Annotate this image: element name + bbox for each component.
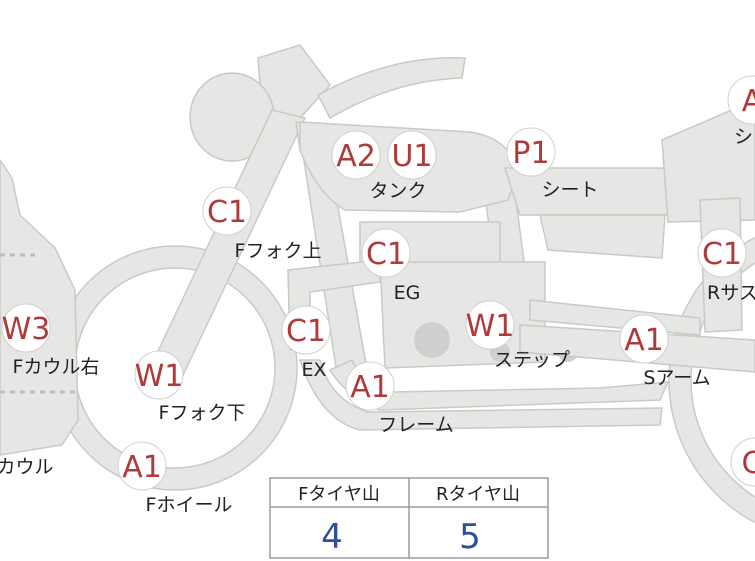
tank-code-a2[interactable]: A2 <box>331 130 381 180</box>
label-frame: フレーム <box>378 414 453 436</box>
label-tank: タンク <box>369 180 426 202</box>
r-sus-code-c1[interactable]: C1 <box>697 228 747 278</box>
tail-shape <box>661 99 755 223</box>
step-code-w1[interactable]: W1 <box>465 300 515 350</box>
label-cowl: カウル <box>0 456 54 478</box>
svg-text:C1: C1 <box>702 237 742 272</box>
label-ex: EX <box>301 359 326 381</box>
tire-tread-table: Fタイヤ山 Rタイヤ山 4 5 <box>269 477 549 559</box>
rear-wheel-shape <box>669 237 755 523</box>
tank-code-u1[interactable]: U1 <box>387 130 437 180</box>
svg-text:W1: W1 <box>135 359 184 394</box>
r-wheel-code-c[interactable]: C <box>730 437 755 487</box>
label-f-wheel: Fホイール <box>146 494 233 516</box>
badge-layer: A2 U1 P1 C1 C1 C1 W3 W1 <box>1 75 755 491</box>
front-tire-value[interactable]: 4 <box>321 517 343 557</box>
label-layer: タンク シート Fフォク上 EG Rサス Fカウル右 Fフォク下 EX ステップ… <box>0 126 755 516</box>
rear-tire-value[interactable]: 5 <box>459 517 481 557</box>
eg-code-c1[interactable]: C1 <box>361 228 411 278</box>
svg-text:W1: W1 <box>466 309 515 344</box>
label-seat: シート <box>541 179 598 201</box>
svg-text:A1: A1 <box>122 450 162 485</box>
label-f-cowl-right: Fカウル右 <box>13 356 100 378</box>
s-arm-code-a1[interactable]: A1 <box>619 314 669 364</box>
f-wheel-code-a1[interactable]: A1 <box>117 441 167 491</box>
svg-text:C1: C1 <box>286 314 326 349</box>
f-cowl-right-code-w3[interactable]: W3 <box>1 303 51 353</box>
svg-text:W3: W3 <box>2 312 51 347</box>
svg-text:A1: A1 <box>624 323 664 358</box>
side-code-a[interactable]: A <box>727 75 755 125</box>
label-r-sus: Rサス <box>707 282 755 304</box>
seat-code-p1[interactable]: P1 <box>506 127 556 177</box>
f-fork-upper-code-c1[interactable]: C1 <box>202 186 252 236</box>
f-fork-lower-code-w1[interactable]: W1 <box>134 350 184 400</box>
svg-text:A1: A1 <box>350 370 390 405</box>
rear-tire-header: Rタイヤ山 <box>436 484 520 505</box>
ex-code-c1[interactable]: C1 <box>281 305 331 355</box>
label-side: シ <box>734 126 753 148</box>
svg-text:U1: U1 <box>391 139 432 174</box>
svg-text:C: C <box>742 446 755 481</box>
label-f-fork-lower: Fフォク下 <box>159 402 246 424</box>
svg-text:A: A <box>742 84 755 119</box>
svg-text:C1: C1 <box>366 237 406 272</box>
svg-text:A2: A2 <box>336 139 376 174</box>
motorcycle-silhouette <box>0 44 755 524</box>
label-f-fork-upper: Fフォク上 <box>235 240 322 262</box>
label-eg: EG <box>394 282 421 304</box>
label-step: ステップ <box>494 349 570 371</box>
label-s-arm: Sアーム <box>643 367 710 389</box>
svg-text:P1: P1 <box>512 136 549 171</box>
frame-code-a1[interactable]: A1 <box>345 361 395 411</box>
svg-text:C1: C1 <box>207 195 247 230</box>
front-tire-header: Fタイヤ山 <box>298 484 380 505</box>
